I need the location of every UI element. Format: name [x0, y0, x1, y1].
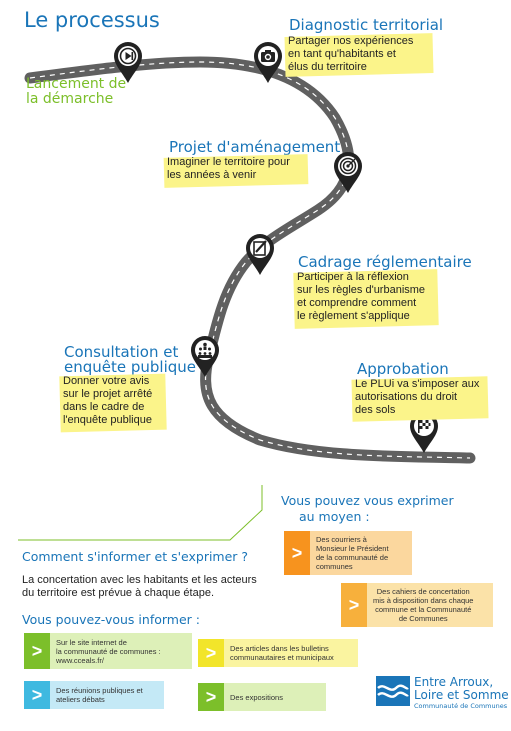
- text-line: dans le cadre de: [63, 401, 145, 413]
- text-line: des sols: [355, 404, 396, 416]
- body-line: La concertation avec les habitants et le…: [22, 574, 257, 586]
- text-line: Participer à la réflexion: [297, 271, 409, 283]
- logo-line: Loire et Somme: [414, 688, 509, 702]
- card-text: Sur le site internet de la communauté de…: [50, 635, 167, 668]
- text-line: autorisations du droit: [355, 391, 458, 403]
- step-consultation-title: Consultation et enquête publique: [64, 345, 196, 375]
- card-line: de Communes: [398, 614, 448, 623]
- step-cadrage-text: Participer à la réflexion sur les règles…: [294, 271, 438, 323]
- document-icon: [246, 234, 274, 275]
- step-approbation-text: Le PLUi va s'imposer aux autorisations d…: [352, 378, 490, 417]
- card-line: Sur le site internet de: [56, 637, 127, 647]
- page-title: Le processus: [24, 8, 160, 32]
- checkered-flag-icon: [410, 412, 438, 453]
- express-card-cahiers: > Des cahiers de concertation mis à disp…: [341, 583, 493, 627]
- community-logo-icon: [376, 676, 410, 706]
- express-heading: Vous pouvez vous exprimer au moyen :: [281, 493, 454, 525]
- text-line: sur les règles d'urbanisme: [297, 284, 426, 296]
- inform-card-articles: > Des articles dans les bulletins commun…: [198, 639, 358, 667]
- card-line: communautaires et municipaux: [230, 653, 334, 662]
- text-line: le règlement s'applique: [297, 310, 410, 322]
- text-line: l'enquête publique: [63, 414, 152, 426]
- card-line: www.cceals.fr/: [56, 655, 104, 665]
- text-line: Imaginer le territoire pour: [167, 156, 290, 168]
- heading-line: Vous pouvez vous exprimer: [281, 493, 454, 508]
- text-line: Donner votre avis: [63, 375, 150, 387]
- chevron-right-icon: >: [24, 633, 50, 669]
- target-icon: [334, 152, 362, 193]
- step-cadrage-block: Participer à la réflexion sur les règles…: [293, 269, 439, 329]
- text-line: et comprendre comment: [297, 297, 417, 309]
- road-marking: [29, 61, 471, 459]
- card-line: ateliers débats: [56, 695, 105, 704]
- inform-card-site: > Sur le site internet de la communauté …: [24, 633, 192, 669]
- logo-line: Entre Arroux,: [414, 675, 494, 689]
- card-line: la communauté de communes :: [56, 646, 161, 656]
- card-line: Des cahiers de concertation: [376, 587, 470, 596]
- inform-body: La concertation avec les habitants et le…: [22, 574, 257, 600]
- people-icon: [191, 336, 219, 377]
- express-card-courriers: > Des courriers à Monsieur le Président …: [284, 531, 412, 575]
- card-line: mis à disposition dans chaque: [373, 596, 474, 605]
- card-line: Des articles dans les bulletins: [230, 644, 329, 653]
- card-line: Des réunions publiques et: [56, 686, 143, 695]
- card-text: Des articles dans les bulletins communau…: [224, 641, 340, 665]
- inform-heading: Comment s'informer et s'exprimer ?: [22, 549, 249, 564]
- body-line: du territoire est prévue à chaque étape.: [22, 587, 215, 599]
- card-line: de la communauté de: [316, 553, 389, 562]
- text-line: Partager nos expériences: [288, 35, 414, 47]
- step-diagnostic-text: Partager nos expériences en tant qu'habi…: [285, 35, 433, 74]
- inform-subheading: Vous pouvez-vous informer :: [22, 612, 200, 627]
- chevron-right-icon: >: [198, 683, 224, 711]
- inform-card-expositions: > Des expositions: [198, 683, 326, 711]
- step-lancement-title: Lancement de la démarche: [26, 77, 126, 107]
- card-line: Monsieur le Président: [316, 544, 389, 553]
- chevron-right-icon: >: [198, 639, 224, 667]
- text-line: sur le projet arrêté: [63, 388, 153, 400]
- card-line: Des courriers à: [316, 535, 367, 544]
- text-line: en tant qu'habitants et: [288, 48, 396, 60]
- card-line: Des expositions: [230, 692, 283, 702]
- step-lancement-title-line: la démarche: [26, 91, 114, 107]
- step-projet-text: Imaginer le territoire pour les années à…: [164, 156, 308, 182]
- step-consultation-block: Donner votre avis sur le projet arrêté d…: [59, 373, 170, 433]
- chevron-right-icon: >: [284, 531, 310, 575]
- step-projet-block: Imaginer le territoire pour les années à…: [163, 154, 309, 188]
- community-logo-text: Entre Arroux, Loire et Somme Communauté …: [414, 676, 509, 711]
- step-approbation-block: Le PLUi va s'imposer aux autorisations d…: [351, 376, 490, 422]
- card-line: communes: [316, 562, 353, 571]
- logo-subtitle: Communauté de Communes: [414, 702, 508, 710]
- step-diagnostic-block: Partager nos expériences en tant qu'habi…: [284, 33, 434, 77]
- card-line: commune et la Communauté: [375, 605, 472, 614]
- heading-line: au moyen :: [299, 509, 370, 524]
- chevron-right-icon: >: [24, 681, 50, 709]
- title-line: Consultation et: [64, 343, 179, 361]
- divider-line: [18, 485, 263, 541]
- inform-card-reunions: > Des réunions publiques et ateliers déb…: [24, 681, 164, 709]
- chevron-right-icon: >: [341, 583, 367, 627]
- step-approbation-title: Approbation: [357, 360, 449, 378]
- road-path: [24, 56, 476, 464]
- camera-icon: [254, 42, 282, 83]
- section-divider: [18, 485, 263, 541]
- text-line: les années à venir: [167, 169, 257, 181]
- card-text: Des cahiers de concertation mis à dispos…: [367, 584, 479, 626]
- play-icon: [114, 42, 142, 83]
- step-cadrage-title: Cadrage réglementaire: [298, 253, 472, 271]
- card-text: Des expositions: [224, 690, 289, 705]
- card-text: Des réunions publiques et ateliers débat…: [50, 683, 149, 707]
- step-diagnostic-title: Diagnostic territorial: [289, 16, 444, 34]
- card-text: Des courriers à Monsieur le Président de…: [310, 532, 395, 574]
- step-lancement-title-line: Lancement de: [26, 76, 127, 92]
- title-line: enquête publique: [64, 358, 197, 376]
- text-line: Le PLUi va s'imposer aux: [355, 378, 480, 390]
- text-line: élus du territoire: [288, 61, 367, 73]
- step-consultation-text: Donner votre avis sur le projet arrêté d…: [60, 375, 170, 427]
- step-projet-title: Projet d'aménagement: [169, 138, 341, 156]
